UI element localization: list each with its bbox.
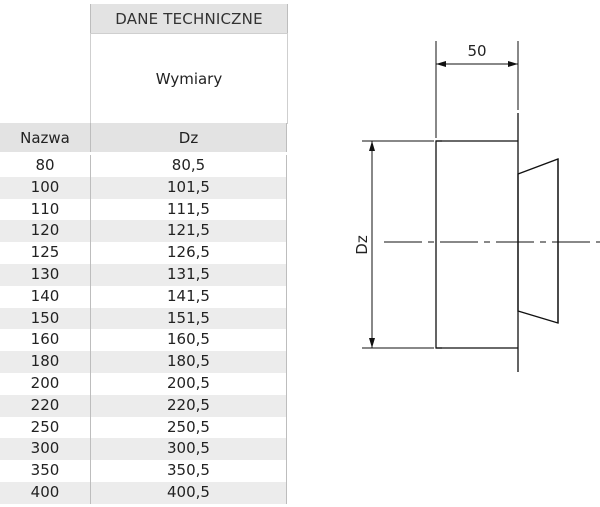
technical-drawing: 50 Dz — [300, 0, 600, 507]
cell-dz: 180,5 — [90, 351, 287, 373]
table-row: 220 220,5 — [0, 394, 287, 417]
cell-dz: 131,5 — [90, 263, 287, 286]
table-row: 180 180,5 — [0, 351, 287, 373]
column-header-name: Nazwa — [0, 123, 90, 152]
table-sub-header: Wymiary — [90, 33, 288, 124]
table-row: 110 111,5 — [0, 198, 287, 221]
table-row: 200 200,5 — [0, 372, 287, 395]
cell-name: 120 — [30, 221, 60, 240]
cell-dz: 200,5 — [90, 372, 287, 395]
cell-name: 125 — [30, 243, 60, 262]
cell-dz: 250,5 — [90, 416, 287, 439]
cell-name: 250 — [30, 417, 60, 436]
sleeve-left-edge — [435, 140, 442, 349]
width-dimension — [435, 41, 519, 138]
table-row: 250 250,5 — [0, 416, 287, 439]
cell-name: 150 — [30, 308, 60, 327]
cell-name: 350 — [30, 461, 60, 480]
table-row: 125 126,5 — [0, 242, 287, 264]
cell-dz: 350,5 — [90, 460, 287, 482]
cell-dz: 160,5 — [90, 329, 287, 352]
cell-name: 160 — [30, 330, 60, 349]
cell-dz: 126,5 — [90, 242, 287, 264]
cell-dz: 80,5 — [90, 155, 287, 177]
cell-name: 140 — [30, 286, 60, 305]
table-row: 350 350,5 — [0, 460, 287, 482]
drawing-svg: 50 Dz — [353, 41, 600, 372]
tapered-spigot — [517, 158, 559, 324]
table-row: 400 400,5 — [0, 481, 287, 504]
diameter-dimension — [362, 140, 434, 349]
cell-name: 180 — [30, 352, 60, 371]
table-row: 100 101,5 — [0, 176, 287, 199]
cell-name: 300 — [30, 439, 60, 458]
cell-name: 110 — [30, 199, 60, 218]
table-row: 80 80,5 — [0, 155, 287, 177]
cell-name: 130 — [30, 264, 60, 283]
cell-name: 80 — [35, 156, 55, 174]
table-row: 160 160,5 — [0, 329, 287, 352]
cell-name: 220 — [30, 395, 60, 414]
cell-name: 400 — [30, 482, 60, 501]
cell-name: 200 — [30, 373, 60, 392]
cell-dz: 151,5 — [90, 307, 287, 330]
diameter-dim-label: Dz — [353, 235, 371, 255]
cell-dz: 300,5 — [90, 438, 287, 461]
table-row: 130 131,5 — [0, 263, 287, 286]
cell-dz: 220,5 — [90, 394, 287, 417]
cell-dz: 121,5 — [90, 220, 287, 243]
table-group-header: DANE TECHNICZNE — [90, 4, 288, 33]
cell-dz: 101,5 — [90, 176, 287, 199]
cell-dz: 141,5 — [90, 285, 287, 308]
cell-dz: 111,5 — [90, 198, 287, 221]
table-row: 140 141,5 — [0, 285, 287, 308]
width-dim-label: 50 — [467, 42, 486, 60]
cell-name: 100 — [30, 177, 60, 196]
table-row: 150 151,5 — [0, 307, 287, 330]
table-row: 120 121,5 — [0, 220, 287, 243]
table-row: 300 300,5 — [0, 438, 287, 461]
cell-dz: 400,5 — [90, 481, 287, 504]
column-header-dz: Dz — [90, 123, 287, 152]
